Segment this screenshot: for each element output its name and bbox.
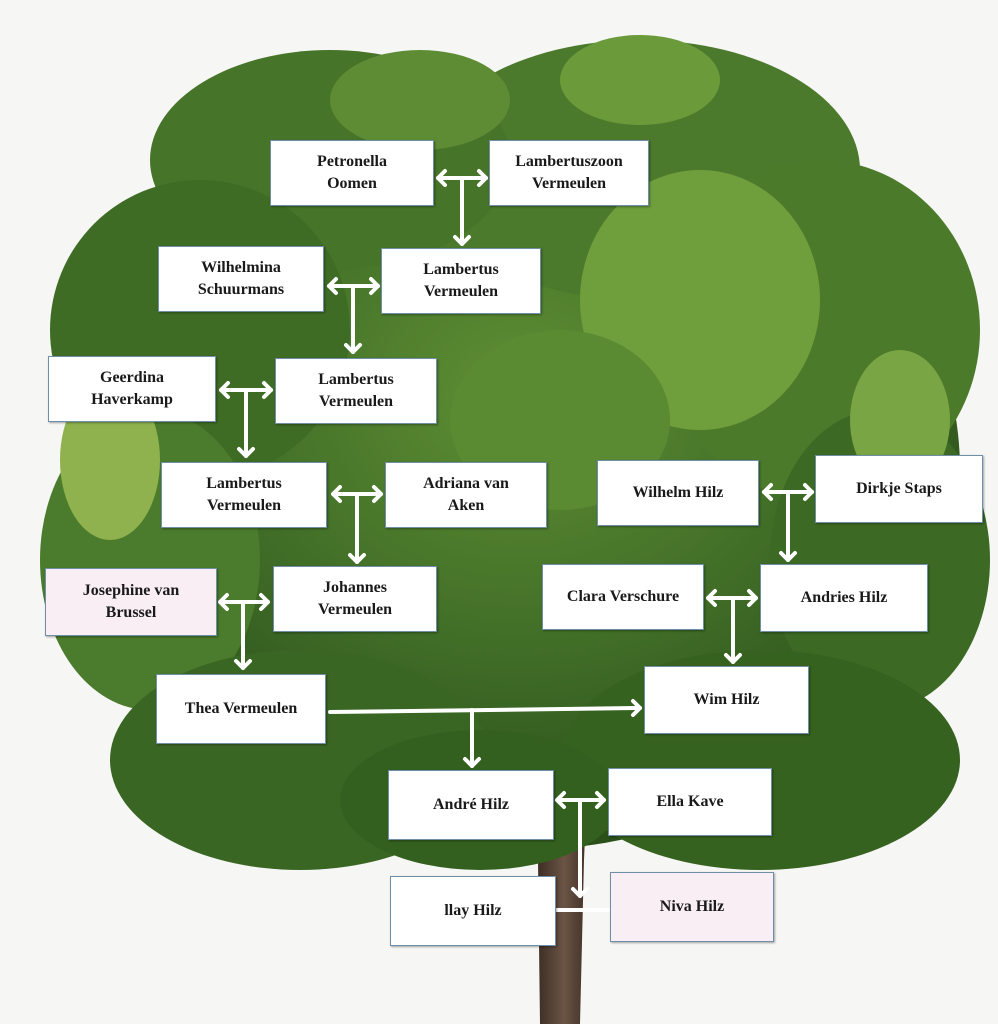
person-petronella-oomen: Petronella Oomen (270, 140, 434, 206)
person-clara-verschure: Clara Verschure (542, 564, 704, 630)
person-adriana-van-aken: Adriana van Aken (385, 462, 547, 528)
connector-gen4 (331, 485, 383, 564)
person-johannes-vermeulen: Johannes Vermeulen (273, 566, 437, 632)
connector-gen2 (327, 277, 380, 354)
person-wilhelmina-schuurmans: Wilhelmina Schuurmans (158, 246, 324, 312)
person-name: Geerdina Haverkamp (91, 369, 173, 408)
person-andre-hilz: André Hilz (388, 770, 554, 840)
person-ella-kave: Ella Kave (608, 768, 772, 836)
connector-gen5 (218, 593, 270, 670)
person-wim-hilz: Wim Hilz (644, 666, 809, 734)
person-niva-hilz: Niva Hilz (610, 872, 774, 942)
person-name: Wilhelmina Schuurmans (197, 259, 285, 298)
person-name: llay Hilz (444, 902, 502, 919)
person-name: Lambertus Vermeulen (423, 261, 499, 300)
person-wilhelm-hilz: Wilhelm Hilz (597, 460, 759, 526)
person-dirkje-staps: Dirkje Staps (815, 455, 983, 523)
connector-gen3 (219, 381, 273, 458)
person-name: Adriana van Aken (423, 475, 509, 514)
connector-gen7 (555, 791, 606, 898)
person-name: Lambertuszoon Vermeulen (515, 153, 623, 192)
person-lambertus-vermeulen-3: Lambertus Vermeulen (161, 462, 327, 528)
connector-gen6 (328, 699, 642, 768)
person-lambertus-vermeulen-1: Lambertus Vermeulen (381, 248, 541, 314)
person-lambertus-vermeulen-2: Lambertus Vermeulen (275, 358, 437, 424)
connector-hilz-gen1 (762, 483, 814, 562)
person-name: André Hilz (433, 796, 509, 813)
connector-hilz-gen2 (706, 589, 758, 664)
person-name: Clara Verschure (566, 588, 680, 605)
person-name: Lambertus Vermeulen (318, 371, 394, 410)
person-name: Josephine van Brussel (82, 582, 180, 621)
connector-gen1 (436, 169, 488, 246)
person-name: Niva Hilz (659, 898, 725, 915)
person-name: Petronella Oomen (317, 153, 387, 192)
person-andries-hilz: Andries Hilz (760, 564, 928, 632)
person-name: Dirkje Staps (856, 480, 942, 497)
person-lambertuszoon-vermeulen: Lambertuszoon Vermeulen (489, 140, 649, 206)
person-name: Johannes Vermeulen (317, 579, 393, 618)
person-name: Andries Hilz (800, 589, 888, 606)
person-name: Lambertus Vermeulen (206, 475, 282, 514)
person-llay-hilz: llay Hilz (390, 876, 556, 946)
person-name: Ella Kave (656, 793, 724, 810)
person-josephine-van-brussel: Josephine van Brussel (45, 568, 217, 636)
person-thea-vermeulen: Thea Vermeulen (156, 674, 326, 744)
person-name: Wim Hilz (693, 691, 760, 708)
person-name: Wilhelm Hilz (632, 484, 724, 501)
person-geerdina-haverkamp: Geerdina Haverkamp (48, 356, 216, 422)
person-name: Thea Vermeulen (184, 700, 298, 717)
